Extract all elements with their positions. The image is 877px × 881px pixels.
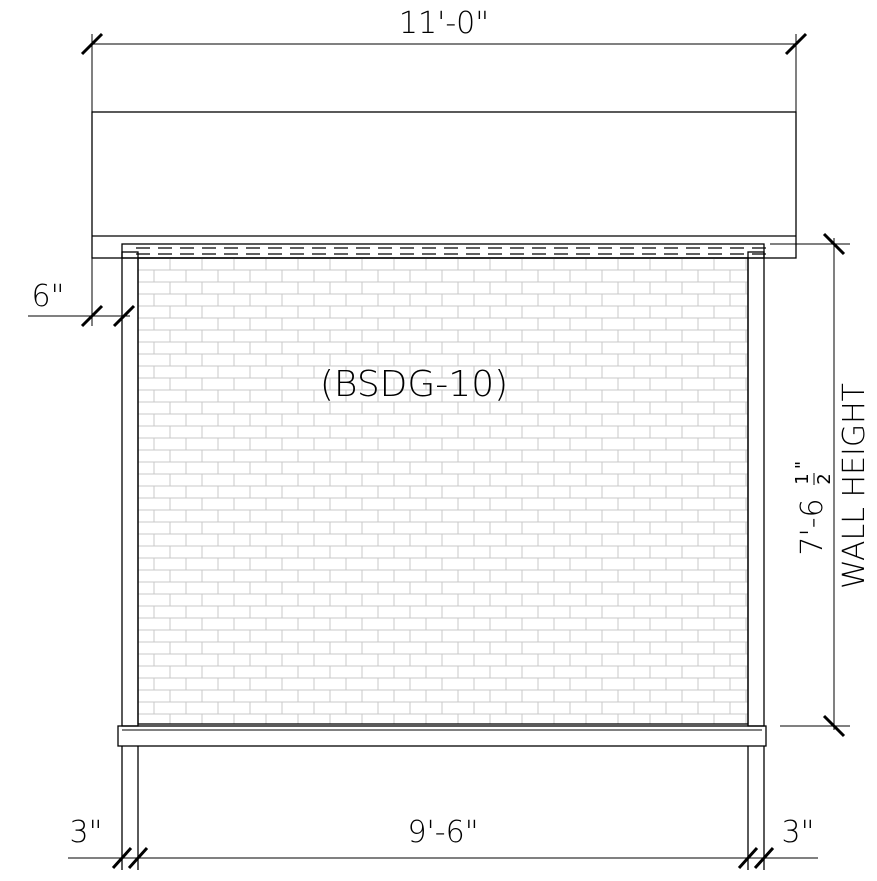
brick-panel [137,257,749,725]
right-jamb-label: 3" [782,815,815,850]
offset-tick-right [112,304,136,328]
brick-pattern [138,258,748,724]
height-tick-top [822,232,846,256]
height-tick-bottom [822,714,846,738]
head-frame-box [121,243,765,259]
sill-box [117,725,767,747]
bottom-tick-2 [127,846,149,870]
bottom-dimension: 3" 9'-6" 3" [68,815,818,870]
header-beam [91,111,797,259]
frame-legs [121,746,765,870]
inner-width-label: 9'-6" [407,815,478,850]
offset-tick-left [80,304,104,328]
top-dimension: 11'-0" [80,6,808,112]
bottom-tick-1 [111,846,133,870]
panel-tag: (BSDG-10) [320,364,508,405]
height-frac-num: 1 [792,473,813,484]
top-width-label: 11'-0" [399,6,489,41]
bottom-tick-4 [753,846,775,870]
top-dim-tick-left [80,32,104,56]
left-jamb-label: 3" [70,815,103,850]
bottom-tick-3 [737,846,759,870]
sill [117,725,767,747]
height-inch-mark: " [792,461,813,469]
height-frac-den: 2 [814,473,835,484]
head-frame [121,243,770,259]
height-value: 7'-6 1 2 " [792,461,835,556]
wall-height-label: WALL HEIGHT [837,383,872,589]
left-offset-dimension: 6" [28,258,136,328]
left-offset-label: 6" [32,279,65,314]
height-main-label: 7'-6 [795,498,830,555]
top-dim-tick-right [784,32,808,56]
right-jamb [747,251,765,727]
height-dimension: 7'-6 1 2 " WALL HEIGHT [770,232,872,738]
left-jamb [121,251,139,727]
